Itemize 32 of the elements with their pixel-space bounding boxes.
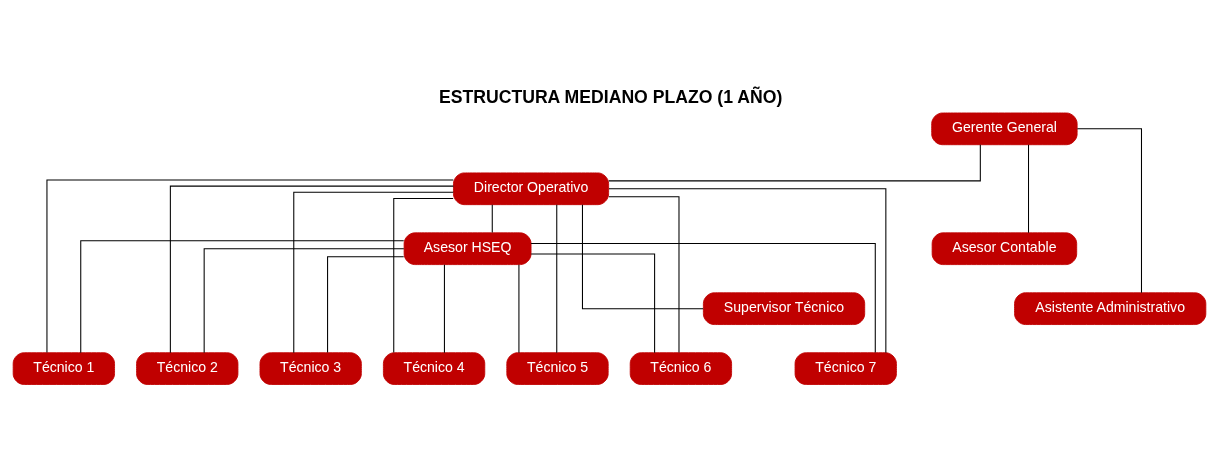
connector: [169, 185, 454, 354]
connector: [203, 248, 405, 354]
connector: [530, 253, 656, 354]
connector: [393, 197, 454, 354]
node-box: Técnico 4: [382, 352, 486, 385]
connector: [80, 240, 405, 354]
connector: [608, 188, 887, 354]
node-box: Técnico 5: [506, 352, 609, 385]
node-box: Asesor Contable: [931, 232, 1078, 266]
connector: [530, 242, 876, 354]
node-box: Asistente Administrativo: [1014, 292, 1207, 325]
node-box: Técnico 6: [629, 352, 733, 385]
node-box: Técnico 1: [12, 352, 115, 385]
connector: [491, 204, 493, 234]
connector: [608, 196, 680, 353]
node-box: Gerente General: [931, 112, 1078, 146]
connector: [443, 264, 445, 354]
connector: [608, 144, 981, 182]
connector: [556, 204, 558, 354]
connector: [293, 191, 454, 354]
connector: [1027, 144, 1030, 234]
node-box: Director Operativo: [453, 172, 610, 206]
node-box: Técnico 7: [794, 352, 897, 385]
connector: [581, 204, 704, 310]
node-box: Técnico 2: [136, 352, 239, 385]
connector: [46, 179, 454, 354]
node-box: Asesor HSEQ: [403, 232, 532, 266]
connector: [1076, 128, 1142, 294]
node-box: Técnico 3: [259, 352, 362, 385]
diagram-title: ESTRUCTURA MEDIANO PLAZO (1 AÑO): [438, 87, 783, 108]
connector: [327, 256, 405, 354]
node-box: Supervisor Técnico: [702, 292, 866, 325]
